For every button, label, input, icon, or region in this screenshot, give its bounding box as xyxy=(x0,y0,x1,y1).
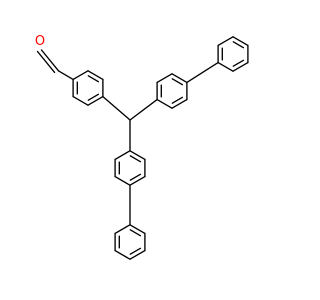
ring-e-double-bond xyxy=(129,229,142,237)
ring-c-bond xyxy=(217,61,234,72)
ring-a-double-bond xyxy=(87,75,100,83)
ring-e-bond xyxy=(129,249,146,260)
ring-b-bond xyxy=(156,73,173,84)
ring-e-double-bond xyxy=(129,247,142,255)
ring-b-bond xyxy=(156,98,173,109)
aldehyde-c-bond xyxy=(57,70,74,81)
ring-c-double-bond xyxy=(232,59,245,67)
ring-d-bond xyxy=(114,150,131,161)
ring-e-bond xyxy=(114,224,131,235)
ring-c-double-bond xyxy=(232,41,245,49)
ring-c-bond xyxy=(217,36,234,47)
ring-b-double-bond xyxy=(171,96,184,104)
ring-e-bond xyxy=(114,249,131,260)
ring-d-bond xyxy=(114,175,131,186)
biphenyl-link-bond xyxy=(186,61,219,84)
aldehyde-co-bond xyxy=(40,49,60,72)
ring-b-bond xyxy=(171,98,188,109)
ring-b-bond xyxy=(171,73,188,84)
ring-a-bond xyxy=(87,95,104,106)
oxygen-atom-label: O xyxy=(35,34,45,49)
methine-to-ring-b-bond xyxy=(129,98,158,121)
ring-c-bond xyxy=(232,61,249,72)
ring-a-bond xyxy=(72,70,89,81)
ring-c-bond xyxy=(232,36,249,47)
ring-d-double-bond xyxy=(129,155,142,163)
ring-a-double-bond xyxy=(87,93,100,101)
methine-to-ring-a-bond xyxy=(102,95,131,121)
aldehyde-co-double-bond xyxy=(36,50,56,74)
ring-a-bond xyxy=(72,95,89,106)
molecule-structure: O xyxy=(35,34,249,260)
ring-b-double-bond xyxy=(171,78,184,86)
ring-e-bond xyxy=(129,224,146,235)
ring-d-bond xyxy=(129,175,146,186)
ring-d-bond xyxy=(129,150,146,161)
ring-d-double-bond xyxy=(129,173,142,181)
bond-layer xyxy=(36,36,249,260)
ring-a-bond xyxy=(87,70,104,81)
